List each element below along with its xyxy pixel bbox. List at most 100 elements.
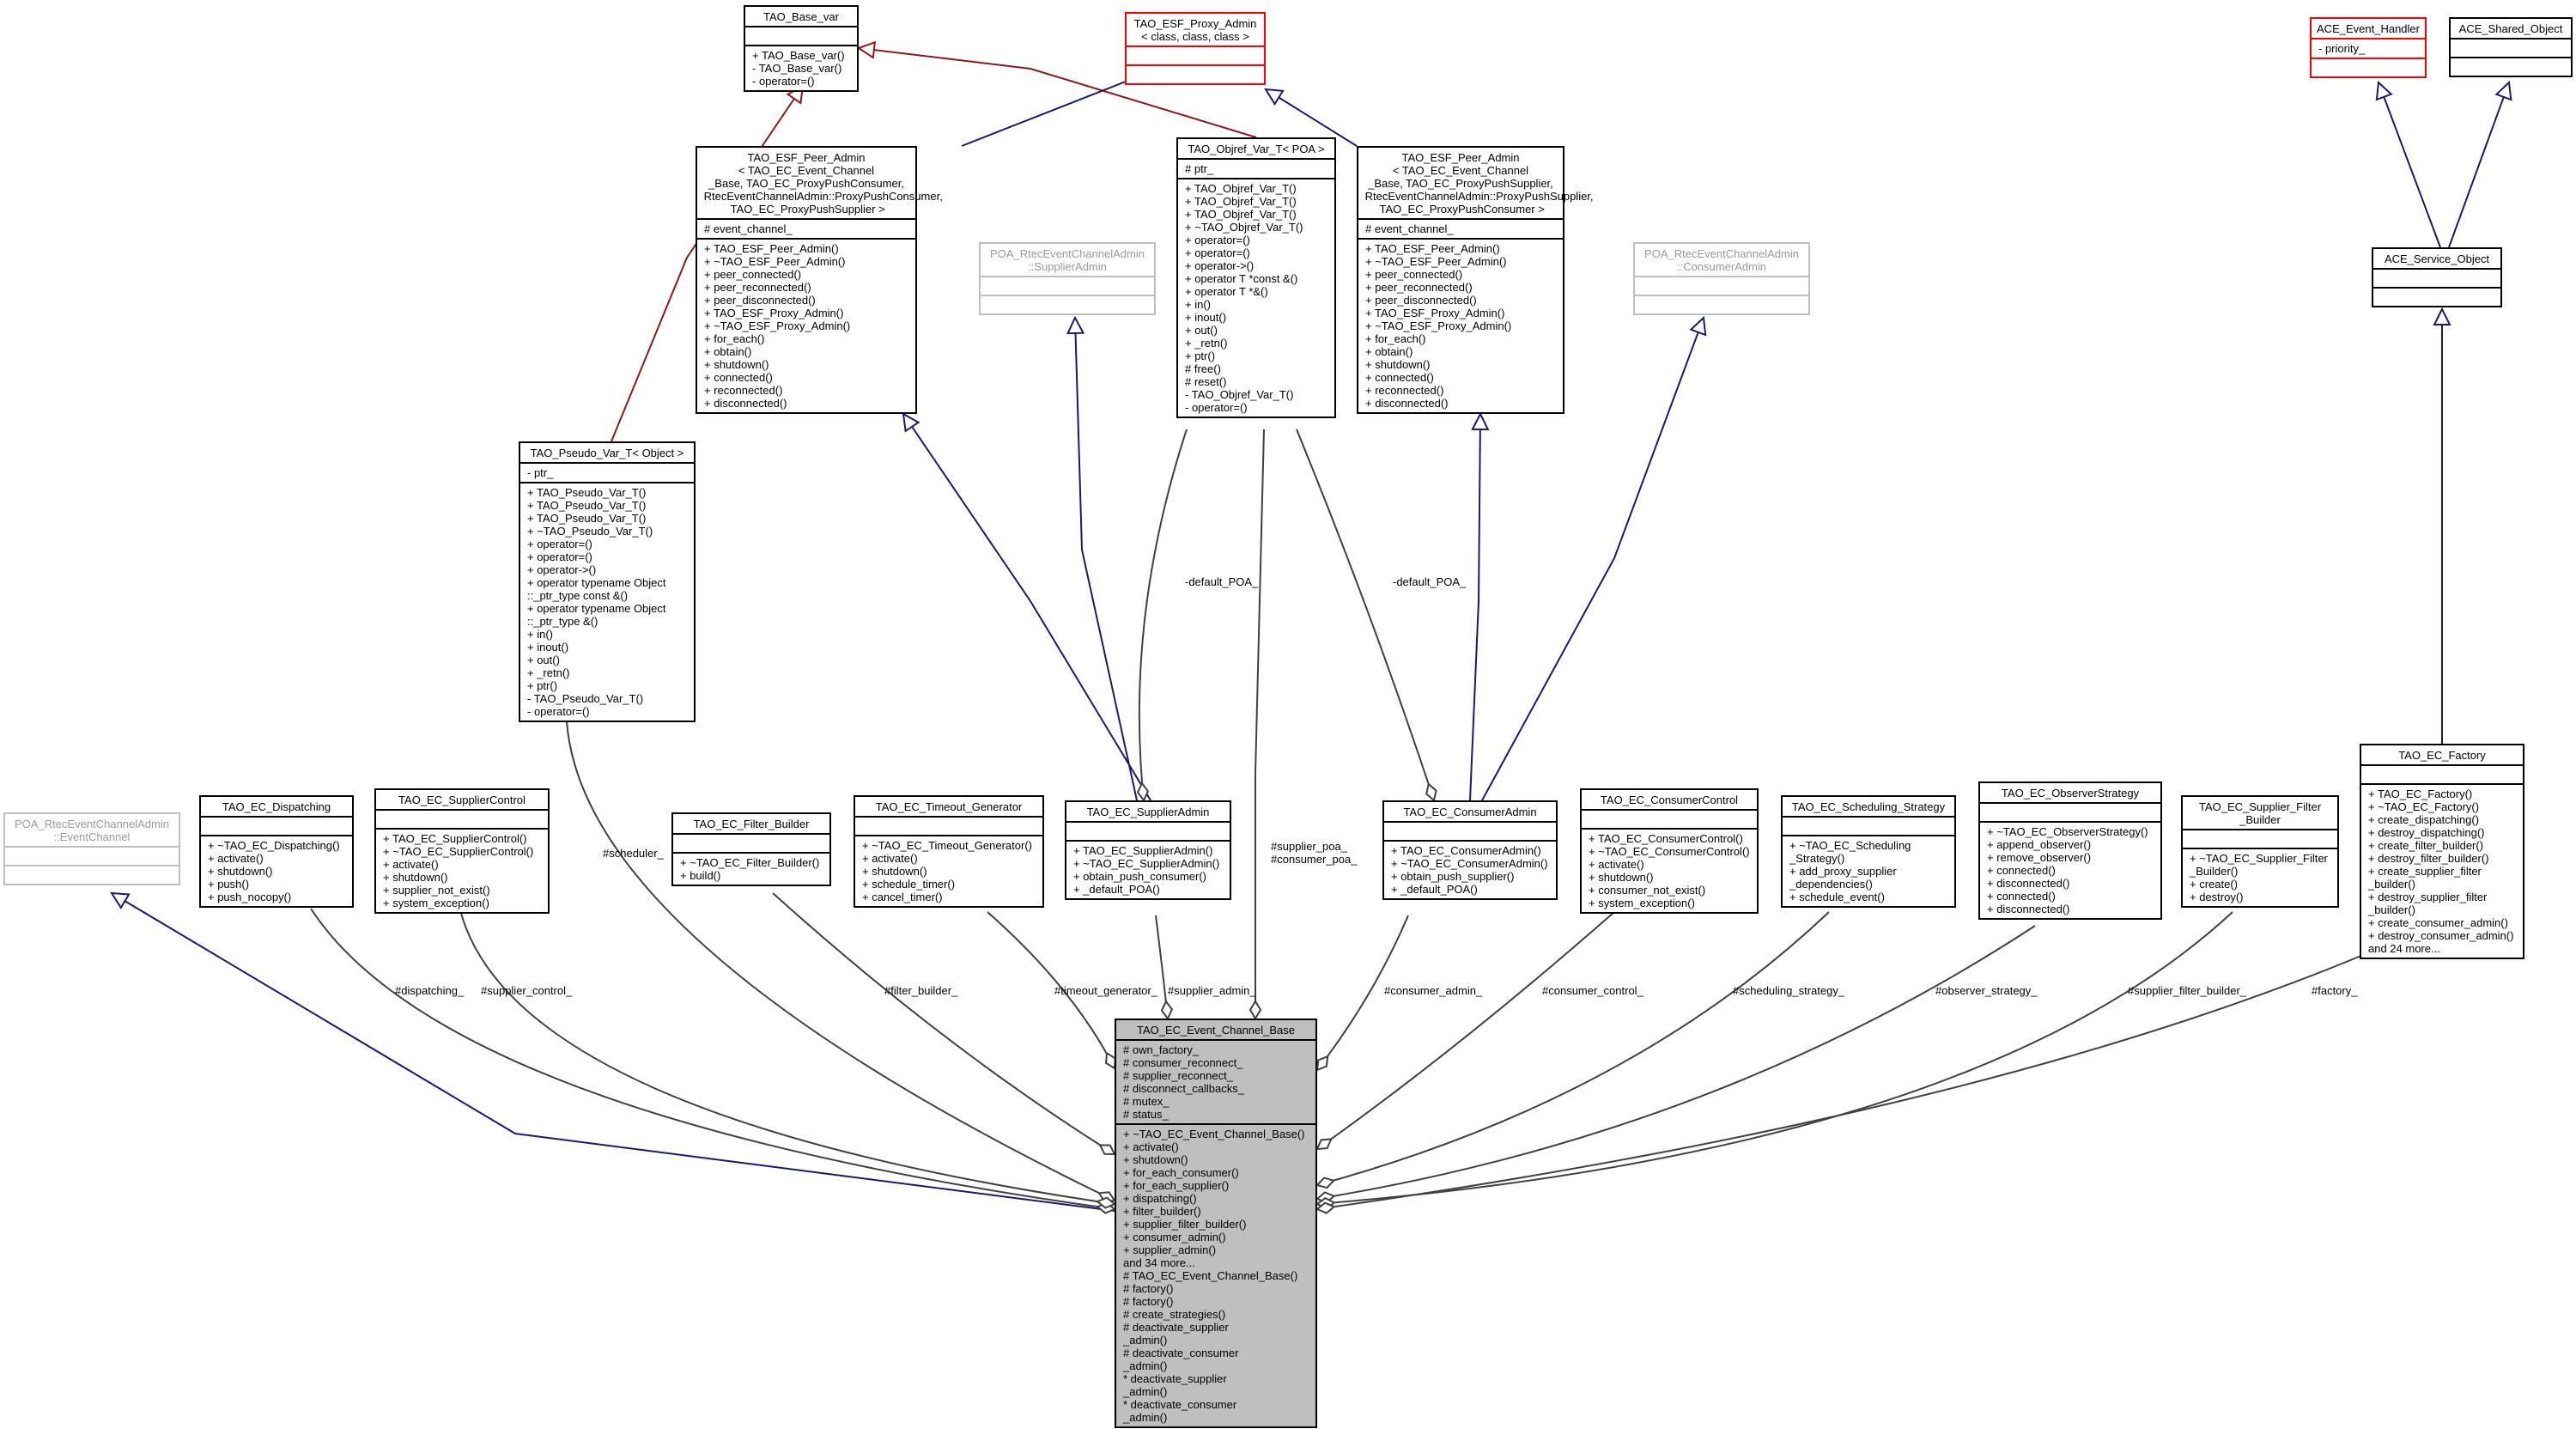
attributes-section: - priority_ [2312,38,2425,58]
class-esf-peer-admin-consumer: TAO_ESF_Peer_Admin < TAO_EC_Event_Channe… [696,146,943,414]
method-3: + obtain_push_supplier() [1391,870,1515,883]
methods-section: + ~TAO_EC_Filter_Builder()+ build() [673,852,829,885]
edge-label-supplier-admin: #supplier_admin_ [1168,984,1256,997]
methods-section [1127,64,1264,83]
class-title: TAO_EC_ConsumerAdmin [1403,806,1537,818]
method-2: + activate() [1123,1140,1179,1153]
method-3: + schedule_event() [1789,891,1885,903]
method-5: + consumer_not_exist() [1589,884,1706,897]
method-1: + TAO_Base_var() [752,49,845,62]
class-title: TAO_EC_Filter_Builder [693,818,810,830]
method-15: - TAO_Pseudo_Var_T() [527,692,644,705]
method-3: + peer_connected() [1365,268,1463,281]
edge-label-supplier-filter-builder: #supplier_filter_builder_ [2128,984,2247,997]
class-scheduling-strategy: TAO_EC_Scheduling_Strategy+ ~TAO_EC_Sche… [1781,795,1956,908]
methods-section [5,865,179,884]
edge-supplier-control [459,909,1115,1205]
class-ace-service-object: ACE_Service_Object [2372,247,2502,307]
method-16: - operator=() [527,705,590,718]
method-8: + destroy_supplier_filter _builder() [2368,891,2488,916]
method-1: + TAO_Objref_Var_T() [1185,182,1297,195]
method-4: + ~TAO_Objref_Var_T() [1185,221,1303,234]
method-3: + obtain_push_consumer() [1073,870,1207,883]
edge-objref-default-poa-consumer-diamond [1425,782,1437,802]
methods-section: + TAO_EC_SupplierAdmin()+ ~TAO_EC_Suppli… [1066,840,1230,898]
methods-section: + TAO_EC_Factory()+ ~TAO_EC_Factory()+ c… [2361,783,2523,958]
method-6: + TAO_ESF_Proxy_Admin() [704,307,844,319]
edge-factory [1316,954,2364,1210]
method-5: + operator=() [1185,234,1250,246]
method-7: + ~TAO_ESF_Proxy_Admin() [1365,319,1512,332]
edge-label-default-poa-right: -default_POA_ [1393,575,1467,588]
method-4: + peer_reconnected() [704,281,811,294]
attribute-1: - priority_ [2318,42,2366,55]
attributes-section: # event_channel_ [1358,218,1563,238]
method-4: + _default_POA() [1073,883,1160,896]
edge-filter-builder [772,892,1115,1155]
edge-service-object-to-shared-object [2448,82,2510,248]
methods-section: + ~TAO_EC_Supplier_Filter _Builder()+ cr… [2183,848,2337,906]
attributes-section [855,816,1042,835]
method-6: + operator=() [1185,246,1250,259]
method-7: + disconnected() [1987,903,2070,915]
methods-section: + TAO_EC_ConsumerControl()+ ~TAO_EC_Cons… [1582,828,1757,912]
method-2: + ~TAO_EC_Factory() [2368,800,2480,813]
class-poa-consumer-admin: POA_RtecEventChannelAdmin ::ConsumerAdmi… [1633,242,1810,315]
method-18: - operator=() [1185,401,1248,414]
edge-consumer-control [1316,911,1615,1150]
edge-label-dispatching: #dispatching_ [395,984,465,997]
attributes-section [376,809,548,828]
attributes-section [1582,809,1757,828]
methods-section: + TAO_ESF_Peer_Admin()+ ~TAO_ESF_Peer_Ad… [697,238,915,412]
method-1: + ~TAO_EC_Scheduling _Strategy() [1789,839,1911,865]
attributes-section [201,816,352,835]
edge-label-consumer-control: #consumer_control_ [1542,984,1643,997]
edge-consumer-control-diamond [1315,1138,1333,1151]
edge-observer-strategy [1316,925,2036,1200]
class-title: TAO_ESF_Proxy_Admin < class, class, clas… [1133,17,1257,43]
class-tao-esf-proxy-admin: TAO_ESF_Proxy_Admin < class, class, clas… [1125,12,1266,85]
class-title: TAO_EC_ObserverStrategy [2001,787,2140,800]
method-5: + peer_disconnected() [704,294,816,307]
class-title: POA_RtecEventChannelAdmin ::EventChannel [15,818,169,843]
method-11: + inout() [1185,311,1227,324]
edge-peer-admin-supplier-to-proxy-admin-arrowhead [1264,88,1285,106]
attributes-section [1127,46,1264,64]
method-4: + peer_reconnected() [1365,281,1473,294]
method-1: + TAO_ESF_Peer_Admin() [704,242,839,255]
class-title: TAO_Pseudo_Var_T< Object > [530,447,684,459]
method-2: + ~TAO_EC_SupplierControl() [383,845,534,858]
method-3: + remove_observer() [1987,851,2092,864]
method-14: # factory() [1123,1295,1174,1308]
class-ace-shared-object: ACE_Shared_Object [2449,17,2573,77]
methods-section: + ~TAO_EC_Dispatching()+ activate()+ shu… [201,835,352,906]
edge-pseudo-var-to-base-var [611,85,804,442]
attribute-1: # ptr_ [1185,162,1214,175]
method-3: + activate() [1589,858,1644,871]
method-1: + TAO_EC_SupplierControl() [383,832,527,845]
attribute-2: # consumer_reconnect_ [1123,1056,1243,1069]
method-10: + in() [1185,298,1211,311]
method-11: + connected() [704,371,773,384]
methods-section [2451,57,2571,76]
method-14: + ptr() [527,679,558,692]
method-1: + TAO_Pseudo_Var_T() [527,486,647,499]
method-2: + append_observer() [1987,838,2092,851]
method-10: + in() [527,628,553,641]
class-filter-builder: TAO_EC_Filter_Builder + ~TAO_EC_Filter_Bu… [671,812,831,886]
edge-objref-default-poa-supplier [1138,429,1188,801]
method-3: + shutdown() [208,865,273,878]
edge-objref-var-to-base-var-arrowhead [856,40,877,59]
class-title: TAO_EC_Dispatching [222,800,331,813]
edge-peer-admin-supplier-to-proxy-admin [1265,88,1358,147]
attribute-1: # event_channel_ [1365,222,1454,235]
method-4: + for_each_consumer() [1123,1166,1239,1179]
attributes-section [2451,38,2571,57]
method-9: + obtain() [1365,345,1413,358]
edge-supplier-filter-builder [1316,911,2233,1205]
method-11: and 24 more... [2368,942,2440,955]
method-13: + disconnected() [1365,397,1449,410]
class-consumer-admin: TAO_EC_ConsumerAdmin+ TAO_EC_ConsumerAdm… [1382,800,1558,900]
method-7: + operator->() [1185,259,1255,272]
